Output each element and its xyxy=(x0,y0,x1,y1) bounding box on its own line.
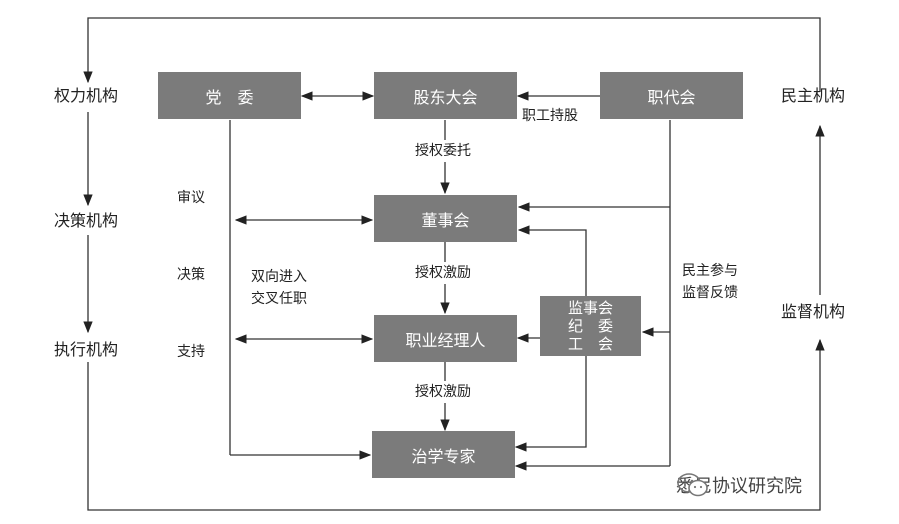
professional-manager-label: 职业经理人 xyxy=(405,330,486,350)
supervisors-experts-arrow xyxy=(514,356,587,452)
watermark-text: 悉尼协议研究院 xyxy=(676,476,802,497)
watermark: 悉尼协议研究院 xyxy=(676,472,802,498)
authorize-incentive-label-1: 授权激励 xyxy=(415,265,471,281)
board-label: 董事会 xyxy=(421,210,470,230)
board-box: 董事会 xyxy=(374,195,517,242)
expert-label: 治学专家 xyxy=(411,446,476,466)
decide-label: 决策 xyxy=(177,267,205,283)
power-level-label: 权力机构 xyxy=(54,86,119,105)
shareholders-meeting-label: 股东大会 xyxy=(413,87,478,107)
review-label: 审议 xyxy=(177,190,205,206)
outer-loop-bottom xyxy=(87,338,825,511)
supervisors-board-arrow xyxy=(517,225,587,296)
wechat-icon xyxy=(677,473,708,497)
decision-level-label: 决策机构 xyxy=(54,211,119,230)
staff-congress-label: 职代会 xyxy=(647,87,696,107)
democracy-level-label: 民主机构 xyxy=(781,86,846,105)
staff-congress-box: 职代会 xyxy=(600,72,743,119)
authorize-incentive-label-2: 授权激励 xyxy=(415,384,471,400)
cross-appointment-label-1: 双向进入 xyxy=(251,269,307,285)
supervisors-box: 监事会 纪 委 工 会 xyxy=(540,296,641,356)
authorize-entrust-label: 授权委托 xyxy=(415,143,471,159)
party-committee-label: 党 委 xyxy=(205,87,254,107)
staff-shares-label: 职工持股 xyxy=(522,108,578,124)
supervisory-board-label: 监事会 xyxy=(567,299,613,317)
expert-box: 治学专家 xyxy=(372,431,515,478)
party-committee-box: 党 委 xyxy=(158,72,301,119)
cross-appointment-label-2: 交叉任职 xyxy=(251,291,307,307)
outer-loop-top xyxy=(83,17,821,92)
execution-level-label: 执行机构 xyxy=(54,340,119,359)
democratic-participation-label-2: 监督反馈 xyxy=(682,285,738,301)
trade-union-label: 工 会 xyxy=(567,335,613,353)
shareholders-meeting-box: 股东大会 xyxy=(374,72,517,119)
discipline-committee-label: 纪 委 xyxy=(567,317,613,335)
support-label: 支持 xyxy=(177,344,205,360)
supervision-level-label: 监督机构 xyxy=(781,302,846,321)
professional-manager-box: 职业经理人 xyxy=(374,315,517,362)
democratic-participation-label-1: 民主参与 xyxy=(682,263,738,279)
